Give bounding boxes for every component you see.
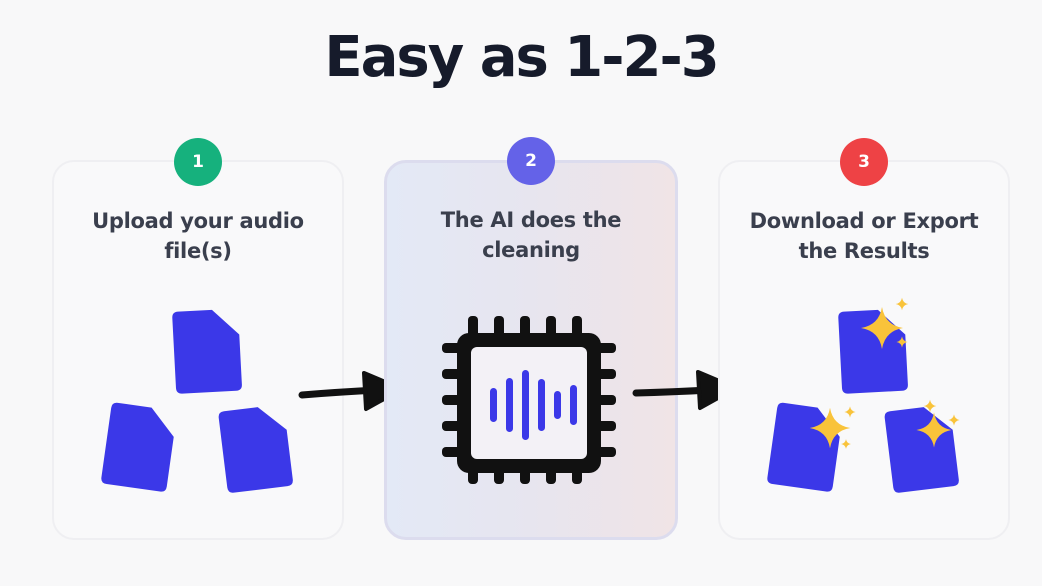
ai-chip-icon [442, 316, 616, 484]
step-number-badge: 3 [840, 138, 888, 186]
step-card-ai-cleaning: 2 The AI does the cleaning [384, 137, 678, 540]
step-label: The AI does the cleaning [440, 208, 622, 262]
step-label: Upload your audio file(s) [92, 209, 304, 263]
step-card-download: 3 Download or Export the Results [718, 138, 1010, 540]
file-icon [218, 407, 293, 493]
page-title: Easy as 1-2-3 [324, 25, 719, 90]
step-number-badge: 1 [174, 138, 222, 186]
step-number-badge: 2 [507, 137, 555, 185]
sparkling-files-icon [767, 297, 960, 493]
file-icon [838, 309, 908, 394]
audio-files-icon [101, 309, 293, 493]
soundwave-icon [490, 370, 577, 440]
file-icon [884, 407, 959, 493]
file-icon [101, 402, 174, 492]
step-card-upload: 1 Upload your audio file(s) [52, 138, 344, 540]
file-icon [172, 309, 242, 394]
step-label: Download or Export the Results [749, 209, 979, 263]
